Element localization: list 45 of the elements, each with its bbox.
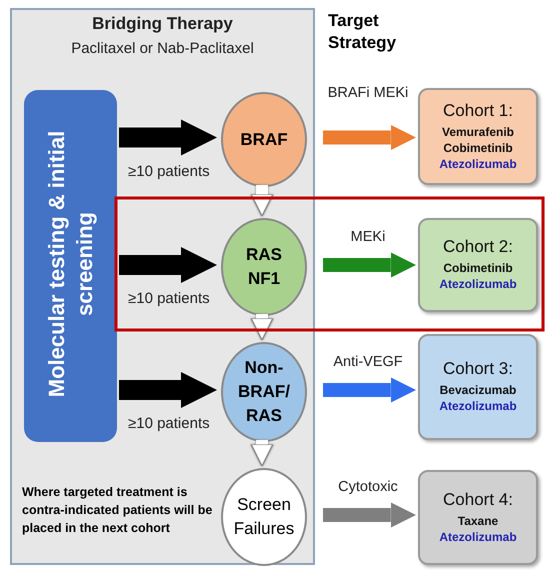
cohort-heading: Cohort 2: bbox=[442, 237, 514, 257]
screening-bar bbox=[24, 90, 117, 442]
edge-label: ≥10 patients bbox=[128, 414, 210, 434]
cohort-box bbox=[418, 218, 538, 312]
cohort-box bbox=[418, 334, 538, 440]
drug-name: Cobimetinib bbox=[442, 140, 514, 154]
cohort-heading: Cohort 3: bbox=[442, 359, 514, 379]
drug-name: Cobimetinib bbox=[442, 261, 514, 275]
block-arrow bbox=[323, 502, 416, 528]
screening-text: Molecular testing & initial screening bbox=[42, 130, 98, 400]
edge-label: Cytotoxic bbox=[337, 478, 399, 497]
block-arrow bbox=[250, 314, 274, 341]
category-label: RAS NF1 bbox=[245, 244, 283, 290]
cohort-box bbox=[418, 470, 538, 565]
note-text: Where targeted treatment is contra-indicated patients will be placed in the next cohort bbox=[22, 484, 214, 537]
category-label: Screen Failures bbox=[232, 494, 296, 540]
drug-name: Bevacizumab bbox=[438, 383, 518, 397]
panel-subheading: Paclitaxel or Nab-Paclitaxel bbox=[71, 40, 254, 57]
category-label: Non-BRAF/ RAS bbox=[237, 357, 291, 427]
drug-name: Taxane bbox=[456, 514, 500, 528]
block-arrow bbox=[119, 372, 217, 408]
drug-name: Atezolizumab bbox=[438, 156, 518, 170]
drug-name: Atezolizumab bbox=[438, 399, 518, 413]
column-heading: Target Strategy bbox=[328, 10, 398, 54]
block-arrow bbox=[323, 377, 416, 403]
drug-name: Atezolizumab bbox=[438, 277, 518, 291]
block-arrow bbox=[119, 247, 217, 283]
edge-label: BRAFi MEKi bbox=[326, 84, 410, 102]
panel-heading: Bridging Therapy bbox=[92, 14, 233, 34]
block-arrow bbox=[323, 252, 416, 278]
cohort-heading: Cohort 1: bbox=[442, 100, 514, 120]
block-arrow bbox=[119, 120, 217, 156]
category-label: BRAF bbox=[239, 128, 289, 150]
drug-name: Atezolizumab bbox=[438, 530, 518, 544]
edge-label: ≥10 patients bbox=[128, 289, 210, 309]
block-arrow bbox=[250, 185, 274, 217]
cohort-heading: Cohort 4: bbox=[442, 490, 514, 510]
edge-label: ≥10 patients bbox=[128, 162, 210, 182]
panel-background bbox=[10, 8, 315, 565]
edge-label: Anti-VEGF bbox=[332, 353, 404, 372]
edge-label: MEKi bbox=[350, 228, 386, 247]
drug-name: Vemurafenib bbox=[440, 124, 516, 138]
block-arrow bbox=[323, 124, 416, 150]
block-arrow bbox=[250, 440, 274, 467]
cohort-box bbox=[418, 88, 538, 185]
